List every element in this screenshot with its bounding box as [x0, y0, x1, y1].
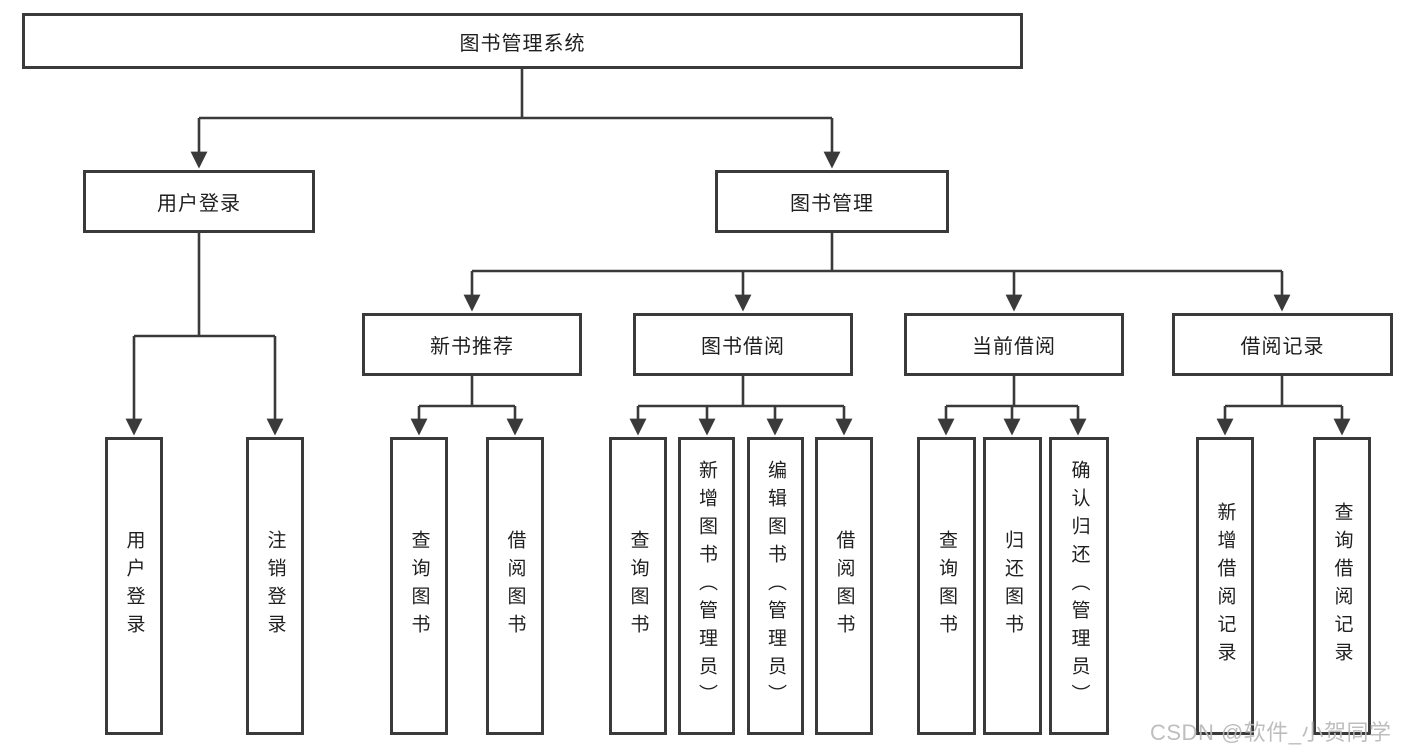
- node-current-borrowing: 当前借阅: [904, 313, 1124, 376]
- node-label: 新增图书（管理员）: [696, 460, 717, 712]
- node-label: 图书借阅: [701, 336, 785, 358]
- node-label: 归还图书: [1002, 530, 1023, 642]
- node-user-login: 用户登录: [83, 170, 315, 233]
- leaf-add-books-admin: 新增图书（管理员）: [678, 437, 735, 735]
- leaf-query-books-recommend: 查询图书: [390, 437, 448, 735]
- connector-current-borrowing-to-leaves: [937, 376, 1087, 436]
- node-label: 图书管理系统: [459, 32, 586, 55]
- leaf-query-books-current: 查询图书: [917, 437, 976, 735]
- node-new-book-recommend: 新书推荐: [362, 313, 582, 376]
- node-label: 注销登录: [264, 530, 286, 642]
- leaf-add-borrow-record: 新增借阅记录: [1196, 437, 1254, 735]
- leaf-confirm-return-admin: 确认归还（管理员）: [1049, 437, 1109, 735]
- node-label: 借阅图书: [833, 530, 855, 642]
- connector-book-borrowing-to-leaves: [629, 376, 853, 436]
- leaf-borrow-books: 借阅图书: [815, 437, 873, 735]
- node-label: 用户登录: [123, 530, 145, 642]
- node-label: 用户登录: [157, 193, 241, 215]
- node-label: 确认归还（管理员）: [1068, 460, 1090, 712]
- node-book-management: 图书管理: [715, 170, 949, 233]
- leaf-logout: 注销登录: [246, 437, 304, 735]
- leaf-query-borrow-record: 查询借阅记录: [1313, 437, 1371, 735]
- node-label: 查询图书: [627, 530, 649, 642]
- node-label: 查询图书: [408, 530, 430, 642]
- connector-new-book-to-leaves: [410, 376, 524, 436]
- leaf-query-books-borrowing: 查询图书: [609, 437, 667, 735]
- connector-root-to-level2: [190, 69, 841, 169]
- node-book-borrowing: 图书借阅: [633, 313, 853, 376]
- node-label: 查询图书: [936, 530, 957, 642]
- node-label: 借阅记录: [1240, 336, 1325, 358]
- leaf-user-login: 用户登录: [105, 437, 163, 735]
- leaf-borrow-books-recommend: 借阅图书: [486, 437, 544, 735]
- node-label: 新增借阅记录: [1214, 502, 1236, 670]
- node-borrowing-records: 借阅记录: [1172, 313, 1393, 376]
- node-system-root: 图书管理系统: [22, 13, 1023, 69]
- leaf-return-books: 归还图书: [983, 437, 1042, 735]
- node-label: 查询借阅记录: [1331, 502, 1353, 670]
- connector-book-management-to-level3: [463, 233, 1291, 312]
- node-label: 图书管理: [790, 193, 874, 215]
- node-label: 当前借阅: [972, 336, 1056, 358]
- node-label: 新书推荐: [430, 336, 514, 358]
- connector-user-login-to-leaves: [125, 233, 284, 436]
- connector-borrow-records-to-leaves: [1216, 376, 1351, 436]
- node-label: 编辑图书（管理员）: [765, 460, 786, 712]
- node-label: 借阅图书: [504, 530, 526, 642]
- leaf-edit-books-admin: 编辑图书（管理员）: [747, 437, 804, 735]
- csdn-watermark: CSDN @软件_小贺同学: [1150, 720, 1392, 745]
